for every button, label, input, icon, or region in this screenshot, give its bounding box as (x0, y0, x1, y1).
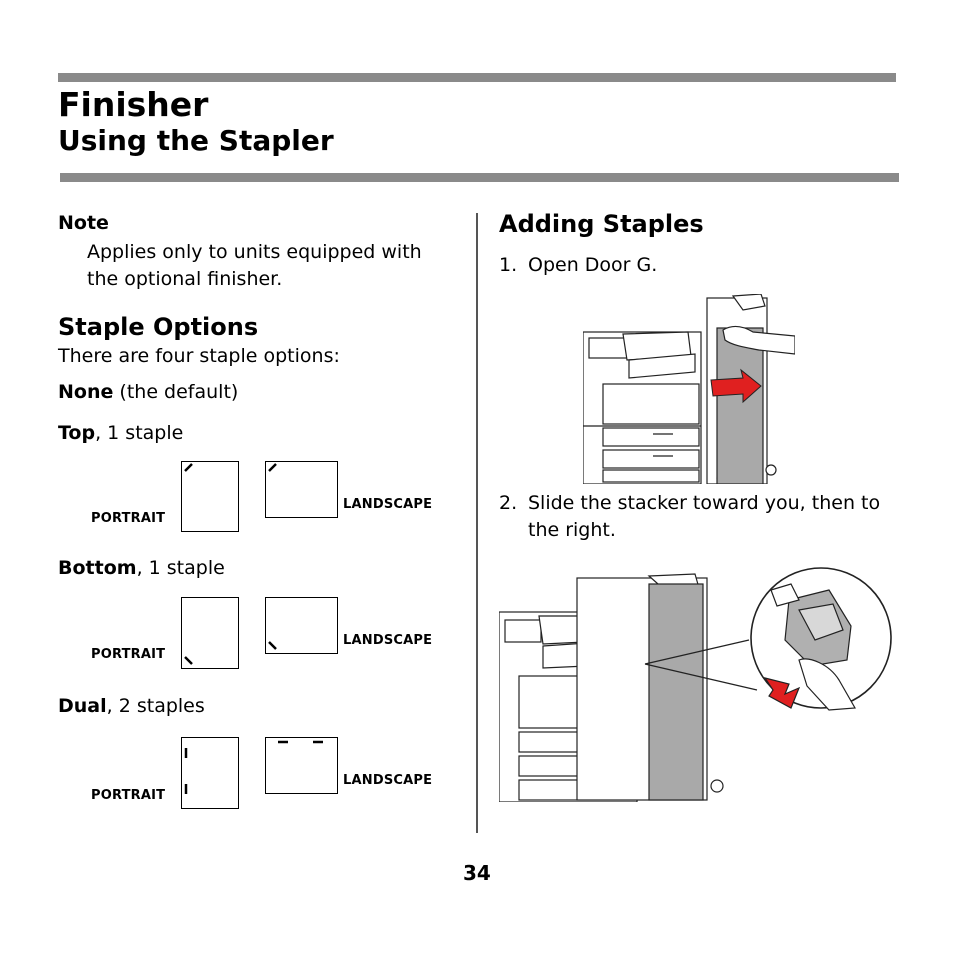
adding-staples-heading: Adding Staples (499, 210, 704, 238)
option-bottom: Bottom, 1 staple (58, 555, 225, 582)
dual-landscape-page-icon (265, 737, 338, 794)
top-landscape-page-icon (265, 461, 338, 518)
open-door-illustration (583, 294, 795, 484)
staple-options-intro: There are four staple options: (58, 345, 340, 367)
option-bottom-desc: , 1 staple (136, 557, 225, 579)
column-divider (476, 213, 478, 833)
dual-landscape-label: LANDSCAPE (343, 773, 433, 788)
bottom-portrait-label: PORTRAIT (91, 647, 166, 662)
dual-portrait-label: PORTRAIT (91, 788, 166, 803)
option-dual: Dual, 2 staples (58, 693, 205, 720)
page-title: Finisher (58, 85, 209, 124)
option-dual-label: Dual (58, 695, 107, 717)
step1-number: 1. (499, 254, 518, 276)
option-top: Top, 1 staple (58, 420, 183, 447)
bottom-landscape-label: LANDSCAPE (343, 633, 433, 648)
option-dual-desc: , 2 staples (106, 695, 205, 717)
dual-portrait-page-icon (181, 737, 239, 809)
staple-options-heading: Staple Options (58, 313, 259, 341)
note-label: Note (58, 212, 109, 234)
top-rule (58, 73, 896, 82)
option-bottom-label: Bottom (58, 557, 137, 579)
bottom-landscape-page-icon (265, 597, 338, 654)
top-landscape-label: LANDSCAPE (343, 497, 433, 512)
option-none-label: None (58, 381, 114, 403)
option-top-desc: , 1 staple (95, 422, 184, 444)
step2-text: Slide the stacker toward you, then to th… (528, 492, 881, 541)
note-text: Applies only to units equipped with the … (87, 241, 422, 290)
option-top-label: Top (58, 422, 96, 444)
step2-number: 2. (499, 492, 518, 514)
page-subtitle: Using the Stapler (58, 124, 334, 157)
option-none-desc: (the default) (113, 381, 239, 403)
bottom-portrait-page-icon (181, 597, 239, 669)
step1-text: Open Door G. (528, 254, 658, 276)
page-number: 34 (463, 861, 491, 885)
top-portrait-label: PORTRAIT (91, 511, 166, 526)
bottom-rule (60, 173, 899, 182)
slide-stacker-illustration (499, 567, 892, 802)
top-portrait-page-icon (181, 461, 239, 532)
option-none: None (the default) (58, 379, 238, 406)
